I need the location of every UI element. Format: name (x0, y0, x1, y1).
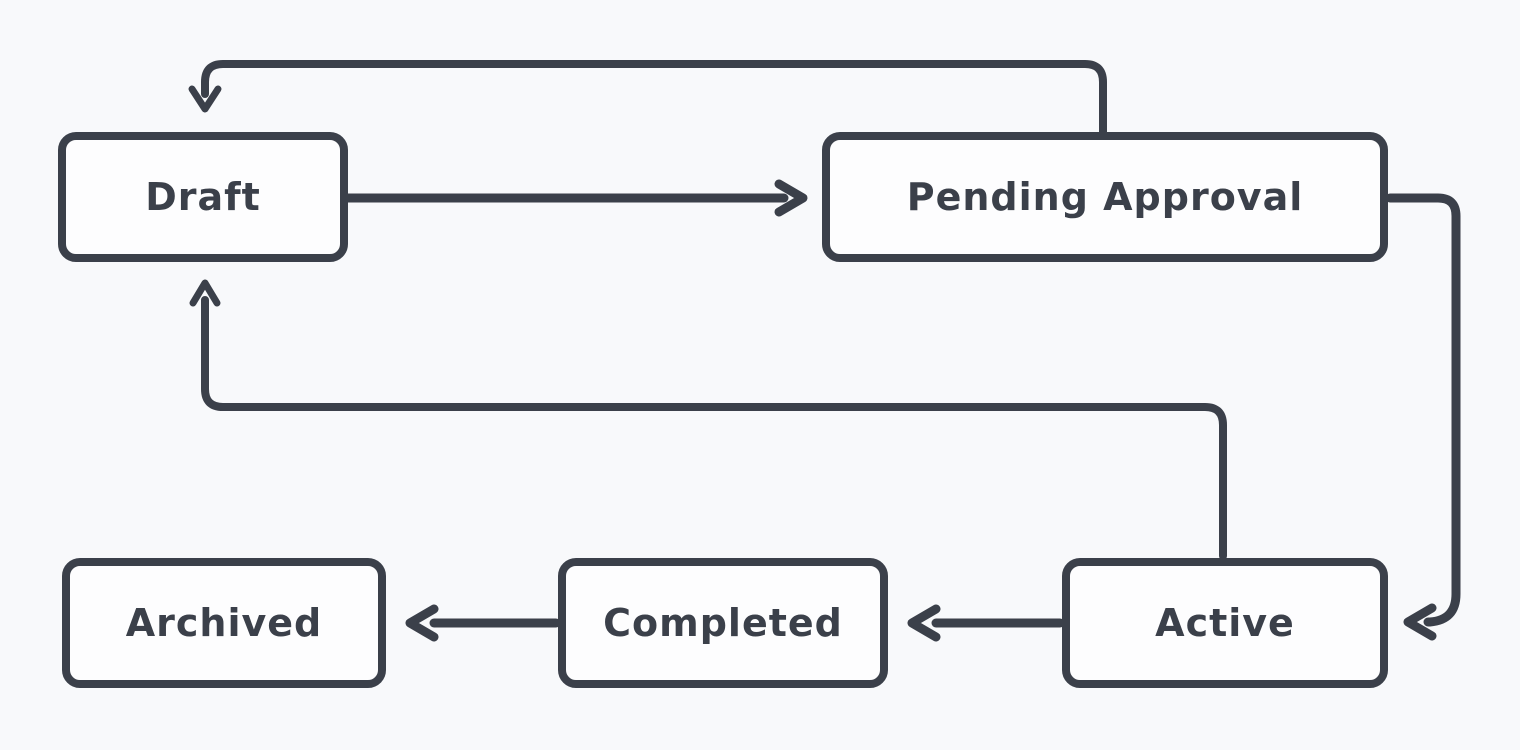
node-completed: Completed (558, 558, 888, 688)
arrowhead-down-pending-approval-to-draft (188, 85, 222, 113)
node-active: Active (1062, 558, 1388, 688)
arrowhead-right-draft-to-pending-approval (774, 179, 808, 217)
arrowhead-left-pending-approval-to-active (1403, 603, 1437, 641)
arrowhead-up-active-to-draft (189, 279, 221, 307)
node-pending-approval-label: Pending Approval (906, 175, 1304, 219)
node-draft: Draft (58, 132, 348, 262)
edge-pending-approval-to-draft (201, 60, 1107, 138)
arrowhead-left-active-to-completed (907, 604, 941, 642)
node-draft-label: Draft (145, 175, 261, 219)
edge-active-to-draft (201, 296, 1227, 560)
node-archived-label: Archived (125, 601, 323, 645)
arrowhead-left-completed-to-archived (405, 604, 439, 642)
node-completed-label: Completed (603, 601, 843, 645)
node-active-label: Active (1155, 601, 1295, 645)
node-archived: Archived (62, 558, 386, 688)
node-pending-approval: Pending Approval (822, 132, 1388, 262)
edge-pending-approval-to-active (1385, 193, 1461, 627)
